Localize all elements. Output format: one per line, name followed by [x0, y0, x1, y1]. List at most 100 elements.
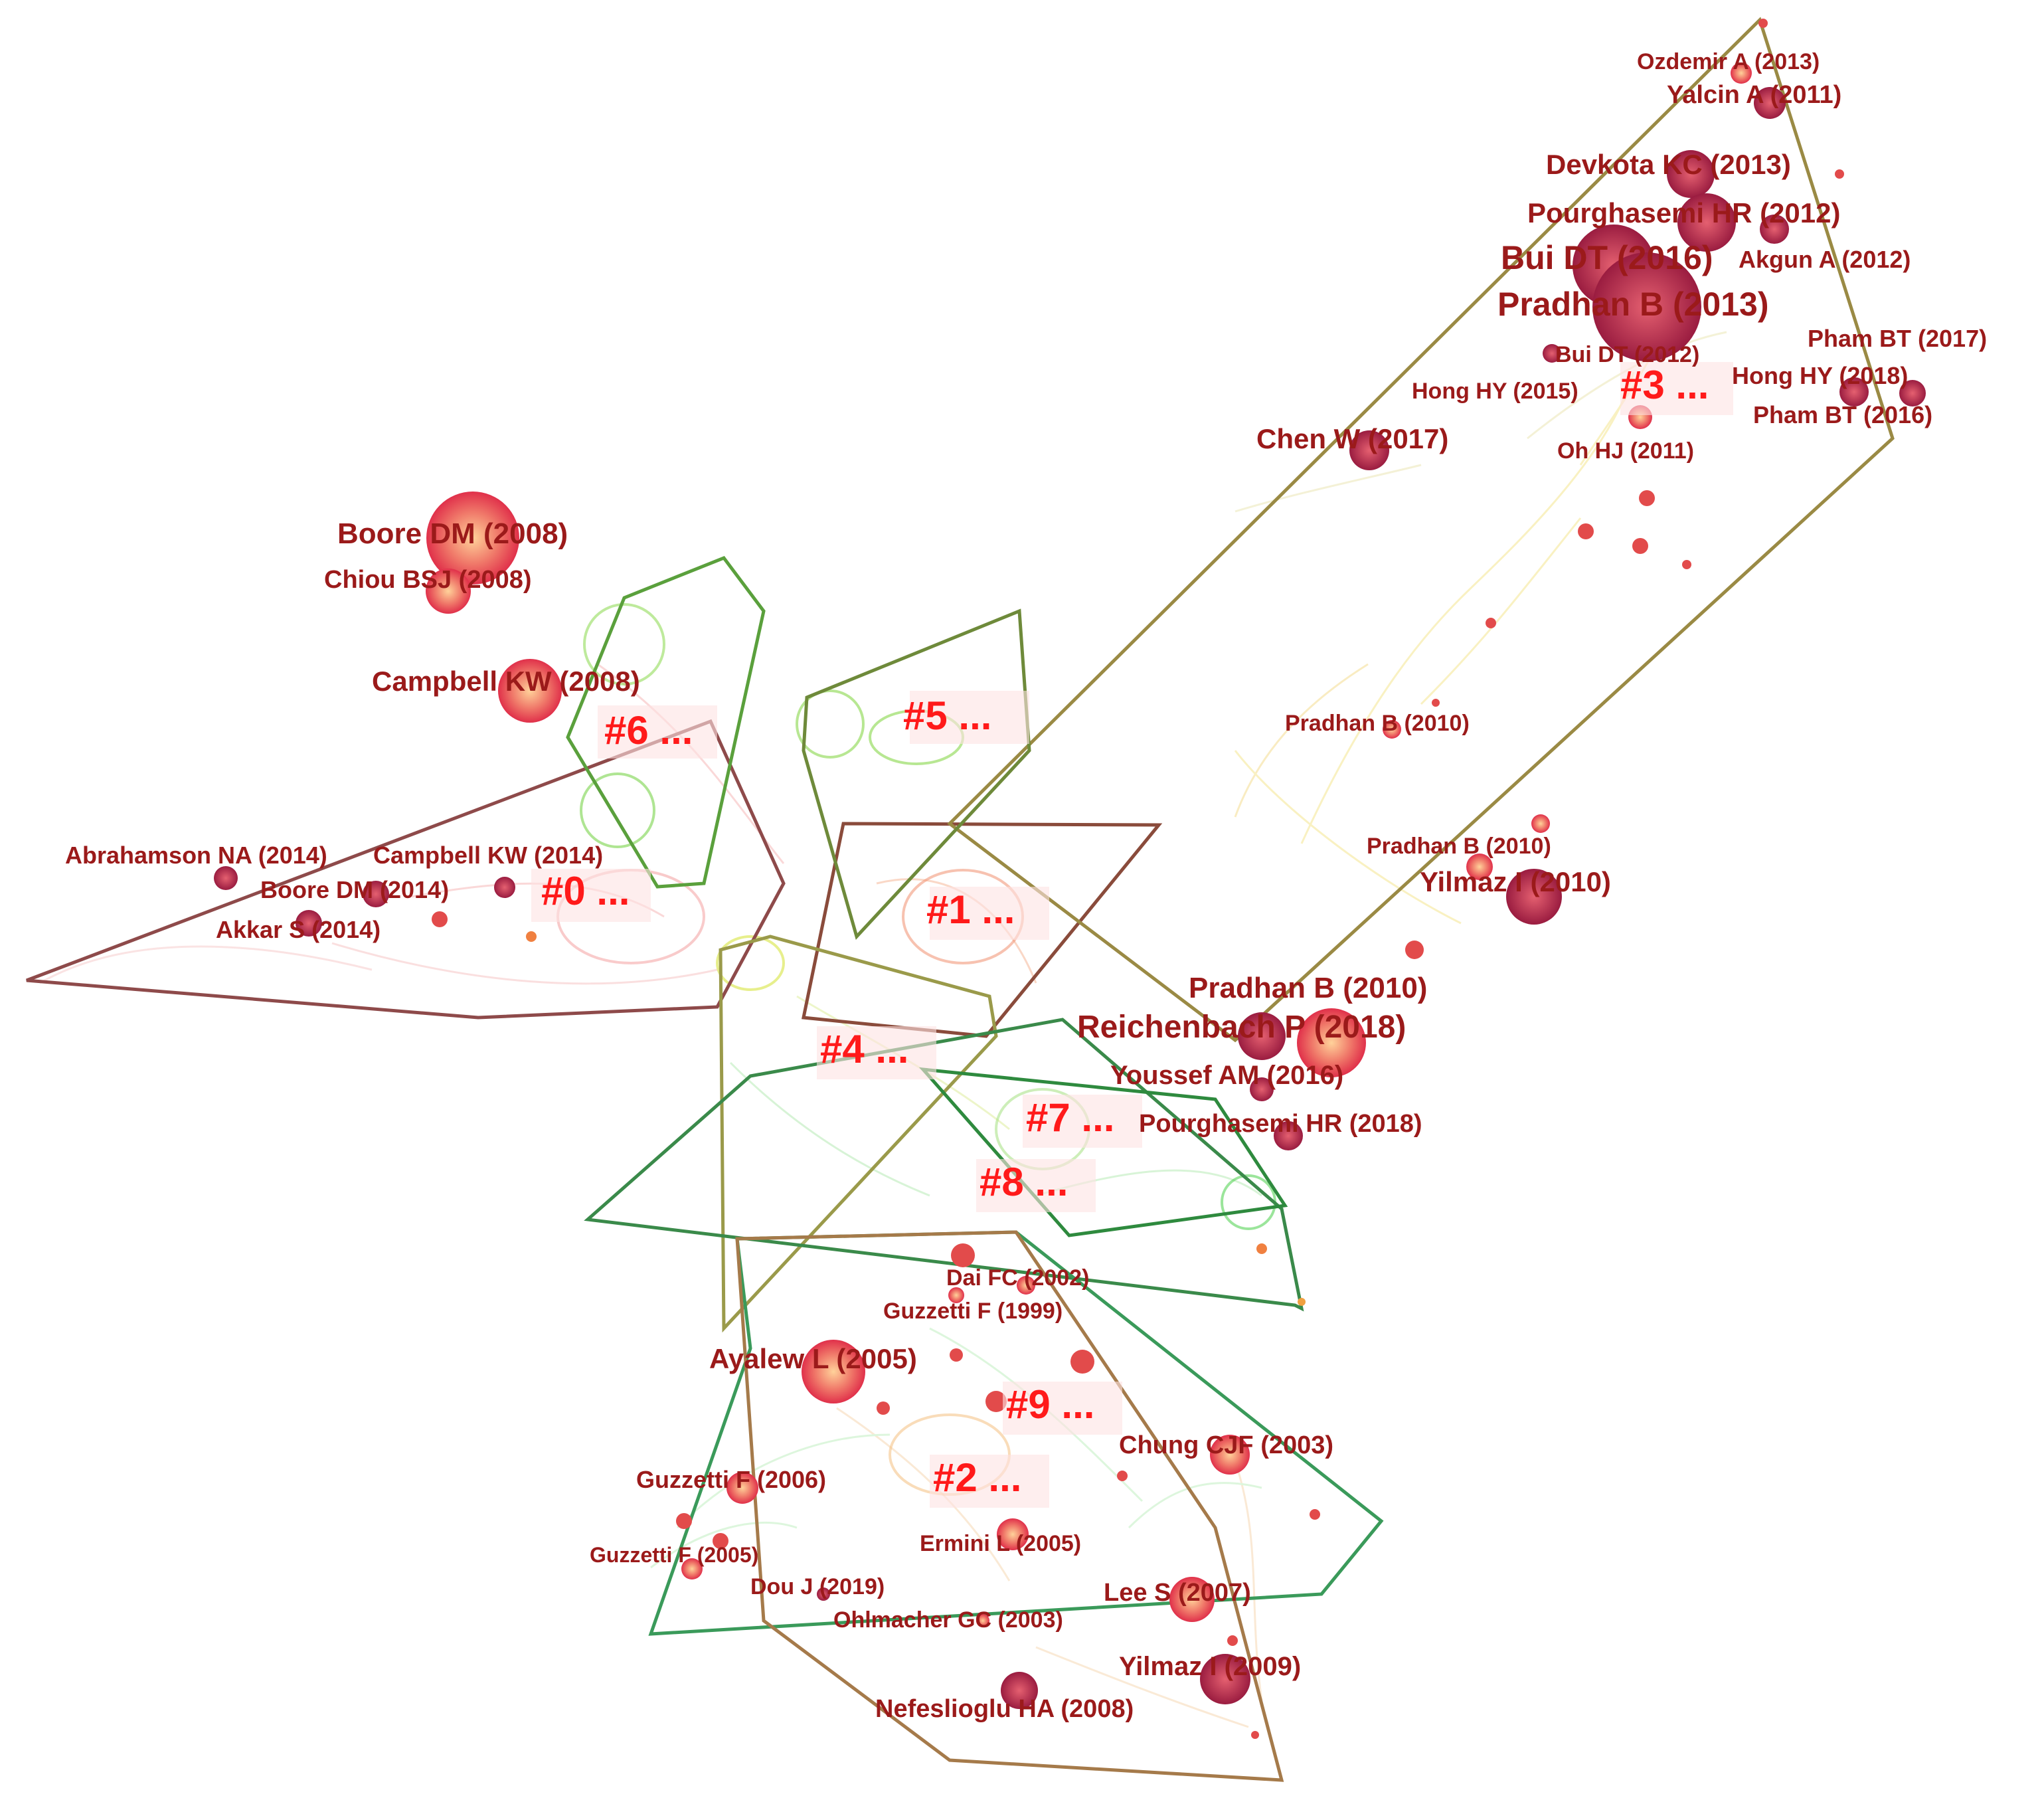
node-label-pourghasemi-2018: Pourghasemi HR (2018) — [1139, 1110, 1422, 1138]
major-nodes — [214, 62, 1926, 1709]
node-label-buidt-2016: Bui DT (2016) — [1501, 239, 1713, 276]
node-label-pham-2017: Pham BT (2017) — [1808, 325, 1987, 352]
cluster-hull-2 — [735, 1230, 1284, 1782]
node-label-campbell-2008: Campbell KW (2008) — [372, 666, 640, 697]
node-label-lee-2007: Lee S (2007) — [1104, 1579, 1251, 1607]
cluster-label-2: #2 ... — [933, 1455, 1021, 1500]
node-label-pham-2016: Pham BT (2016) — [1753, 401, 1932, 428]
node-lee-2007[interactable] — [1169, 1577, 1215, 1622]
node-yilmaz-2009[interactable] — [1200, 1654, 1250, 1704]
node-campbell-2014[interactable] — [494, 877, 515, 898]
node-label-nefeslioglu-2008: Nefeslioglu HA (2008) — [875, 1695, 1134, 1723]
node-chiou-2008[interactable] — [426, 569, 471, 614]
node-label-akkar-2014: Akkar S (2014) — [216, 916, 381, 943]
node-label-pradhan-2010a: Pradhan B (2010) — [1285, 711, 1470, 736]
cluster-hull-0 — [26, 719, 786, 1020]
node-pradhan-2010a[interactable] — [1383, 720, 1401, 739]
node-yilmaz-2010[interactable] — [1506, 869, 1562, 925]
node-label-akgun-2012: Akgun A (2012) — [1739, 246, 1911, 273]
node-label-chen-2017: Chen W (2017) — [1256, 423, 1448, 454]
node-label-buidt-2012: Bui DT (2012) — [1555, 342, 1699, 367]
cluster-label-3: #3 ... — [1620, 363, 1709, 407]
node-label-yalcin-2011: Yalcin A (2011) — [1667, 81, 1841, 109]
node-pham-2016[interactable] — [1899, 380, 1926, 406]
node-label-guzzetti-2005: Guzzetti F (2005) — [590, 1543, 758, 1567]
node-label-guzzetti-1999: Guzzetti F (1999) — [883, 1299, 1063, 1324]
cluster-label-7: #7 ... — [1026, 1095, 1114, 1140]
node-ermini-2005[interactable] — [997, 1518, 1029, 1550]
node-label-pourghasemi-2012: Pourghasemi HR (2012) — [1527, 197, 1840, 228]
node-label-guzzetti-2006: Guzzetti F (2006) — [636, 1466, 826, 1493]
cluster-label-0: #0 ... — [541, 869, 630, 913]
node-label-pradhan-2010b: Pradhan B (2010) — [1367, 834, 1551, 859]
node-label-devkota-2013: Devkota KC (2013) — [1546, 149, 1791, 180]
node-reichenbach-2018[interactable] — [1297, 1008, 1366, 1077]
node-label-yilmaz-2010: Yilmaz I (2010) — [1420, 866, 1611, 897]
node-ohlmacher-2003[interactable] — [976, 1614, 989, 1627]
minor-nodes — [432, 19, 1844, 1739]
node-yalcin-2011[interactable] — [1754, 87, 1786, 119]
node-pourghasemi-2012[interactable] — [1677, 193, 1736, 252]
node-label-hong-2018: Hong HY (2018) — [1732, 362, 1908, 389]
node-label-ayalew-2005: Ayalew L (2005) — [709, 1343, 917, 1374]
node-label-ohlmacher-2003: Ohlmacher GC (2003) — [833, 1607, 1063, 1633]
node-label-dou-2019: Dou J (2019) — [750, 1574, 885, 1599]
node-guzzetti-1999[interactable] — [948, 1287, 964, 1303]
citation-links — [39, 312, 1727, 1728]
cluster-label-9: #9 ... — [1006, 1382, 1094, 1427]
node-pradhan-2010d[interactable] — [1238, 1012, 1286, 1060]
node-label-abrahamson-2014: Abrahamson NA (2014) — [65, 842, 327, 869]
node-label-chiou-2008: Chiou BSJ (2008) — [324, 566, 532, 594]
cluster-hull-3 — [947, 17, 1895, 1043]
node-buidt-2012[interactable] — [1543, 344, 1561, 363]
node-pradhan-2010c[interactable] — [1466, 854, 1493, 880]
node-labels: Ozdemir A (2013) Yalcin A (2011) Devkota… — [65, 49, 1987, 1723]
node-dou-2019[interactable] — [817, 1587, 830, 1601]
node-abrahamson-2014[interactable] — [214, 866, 238, 890]
node-label-youssef-2016: Youssef AM (2016) — [1110, 1061, 1343, 1090]
cluster-hull-6 — [566, 555, 766, 889]
node-chung-2003[interactable] — [1210, 1435, 1250, 1475]
node-campbell-2008[interactable] — [498, 659, 562, 723]
node-ozdemir-2013[interactable] — [1731, 62, 1752, 84]
node-label-pradhan-2013: Pradhan B (2013) — [1497, 286, 1768, 323]
node-devkota-2013[interactable] — [1667, 150, 1715, 198]
node-guzzetti-2005[interactable] — [681, 1558, 703, 1579]
node-chen-2017[interactable] — [1349, 430, 1389, 470]
cluster-hull-5 — [802, 608, 1031, 940]
node-nefeslioglu-2008[interactable] — [1001, 1672, 1038, 1709]
cluster-hull-7 — [584, 1018, 1304, 1312]
node-label-campbell-2014: Campbell KW (2014) — [373, 842, 603, 869]
cluster-label-backgrounds — [531, 362, 1733, 1508]
node-pourghasemi-2018[interactable] — [1274, 1121, 1303, 1150]
cluster-labels: #0 ... #1 ... #2 ... #3 ... #4 ... #5 ..… — [541, 363, 1709, 1500]
node-boore-2014[interactable] — [363, 881, 389, 907]
node-label-ermini-2005: Ermini L (2005) — [920, 1531, 1081, 1556]
node-pradhan-2010b[interactable] — [1531, 814, 1550, 833]
cluster-hulls — [26, 17, 1895, 1782]
node-akkar-2014[interactable] — [296, 910, 322, 937]
cluster-label-5: #5 ... — [903, 693, 991, 738]
node-pradhan-2013[interactable] — [1592, 252, 1701, 361]
node-dai-2002[interactable] — [1017, 1276, 1035, 1295]
node-guzzetti-2006[interactable] — [726, 1472, 758, 1504]
node-label-boore-2008: Boore DM (2008) — [337, 517, 568, 550]
node-boore-2008[interactable] — [426, 492, 519, 585]
cluster-label-1: #1 ... — [926, 887, 1015, 932]
cluster-label-8: #8 ... — [979, 1160, 1068, 1204]
node-youssef-2016[interactable] — [1250, 1077, 1274, 1101]
node-label-pradhan-2010d: Pradhan B (2010) — [1189, 972, 1427, 1004]
cluster-label-6: #6 ... — [604, 708, 693, 753]
node-label-boore-2014: Boore DM (2014) — [260, 876, 449, 903]
node-label-yilmaz-2009: Yilmaz I (2009) — [1119, 1652, 1301, 1681]
node-ayalew-2005[interactable] — [802, 1340, 865, 1403]
node-hong-2018[interactable] — [1839, 377, 1869, 406]
cluster-hull-1 — [801, 822, 1163, 1038]
node-label-oh-2011: Oh HJ (2011) — [1557, 438, 1694, 464]
cluster-hull-4 — [719, 935, 998, 1333]
node-akgun-2012[interactable] — [1760, 215, 1789, 244]
node-label-reichenbach-2018: Reichenbach P (2018) — [1077, 1010, 1406, 1045]
cluster-label-4: #4 ... — [820, 1027, 908, 1071]
node-label-hong-2015: Hong HY (2015) — [1412, 379, 1578, 404]
